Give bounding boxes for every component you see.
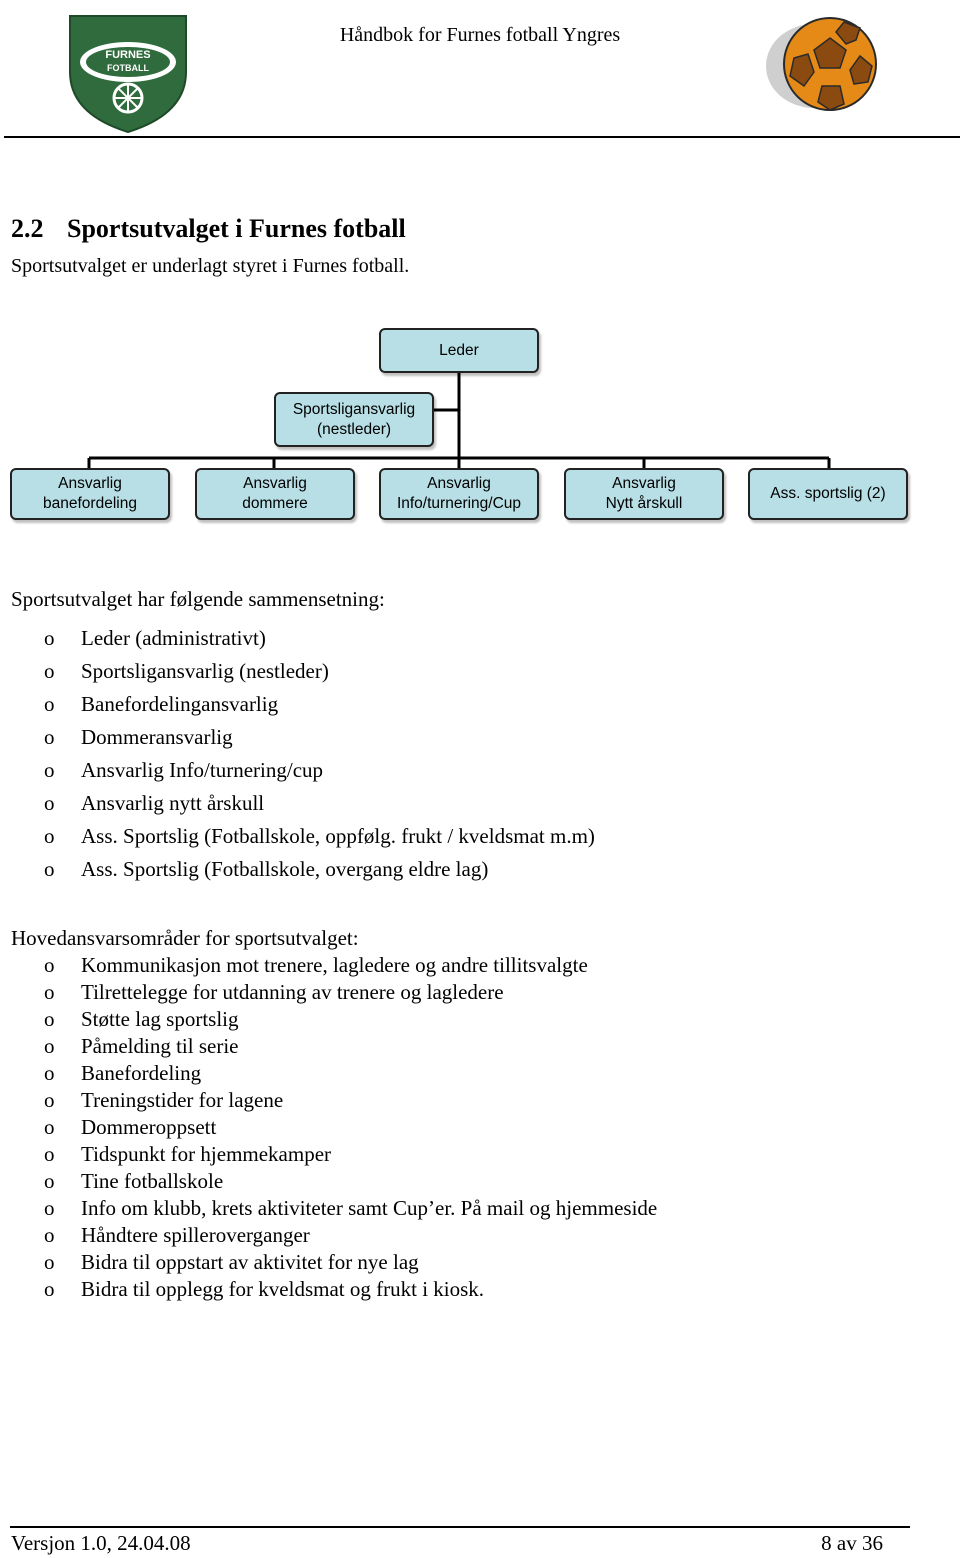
bullet: o	[44, 725, 55, 749]
bullet: o	[44, 1277, 55, 1301]
bullet: o	[44, 1034, 55, 1058]
football-logo	[764, 14, 884, 114]
bullet: o	[44, 980, 55, 1004]
svg-text:FOTBALL: FOTBALL	[107, 63, 149, 73]
footer-version: Versjon 1.0, 24.04.08	[11, 1531, 191, 1555]
bullet: o	[44, 1196, 55, 1220]
org-box-banefordeling: Ansvarlig banefordeling	[10, 468, 170, 520]
responsibilities-intro: Hovedansvarsområder for sportsutvalget:	[11, 926, 359, 950]
svg-text:FURNES: FURNES	[105, 49, 150, 61]
bullet: o	[44, 1115, 55, 1139]
bullet: o	[44, 953, 55, 977]
org-box-leder: Leder	[379, 328, 539, 373]
org-box-nytt-arskull: Ansvarlig Nytt årskull	[564, 468, 724, 520]
bullet: o	[44, 1142, 55, 1166]
document-header-title: Håndbok for Furnes fotball Yngres	[339, 24, 621, 46]
section-title: Sportsutvalget i Furnes fotball	[67, 214, 406, 243]
bullet: o	[44, 824, 55, 848]
org-box-dommere: Ansvarlig dommere	[195, 468, 355, 520]
org-box-ass-sportslig: Ass. sportslig (2)	[748, 468, 908, 520]
bullet: o	[44, 791, 55, 815]
bullet: o	[44, 692, 55, 716]
bullet: o	[44, 1007, 55, 1031]
footer-rule	[10, 1526, 910, 1528]
furnes-fotball-logo: FURNES FOTBALL	[62, 10, 194, 134]
org-chart-connectors	[87, 372, 831, 469]
bullet: o	[44, 626, 55, 650]
bullet: o	[44, 1223, 55, 1247]
composition-intro: Sportsutvalget har følgende sammensetnin…	[11, 587, 385, 611]
bullet: o	[44, 659, 55, 683]
section-heading: 2.2 Sportsutvalget i Furnes fotball	[11, 214, 406, 244]
section-intro: Sportsutvalget er underlagt styret i Fur…	[11, 255, 410, 277]
bullet: o	[44, 1250, 55, 1274]
bullet: o	[44, 1088, 55, 1112]
org-box-sportsligansvarlig: Sportsligansvarlig (nestleder)	[274, 392, 434, 447]
bullet: o	[44, 1061, 55, 1085]
bullet: o	[44, 857, 55, 881]
section-number: 2.2	[11, 214, 44, 243]
org-box-info-turnering-cup: Ansvarlig Info/turnering/Cup	[379, 468, 539, 520]
footer-page-number: 8 av 36	[821, 1531, 883, 1555]
bullet: o	[44, 758, 55, 782]
bullet: o	[44, 1169, 55, 1193]
header-rule	[4, 136, 960, 138]
